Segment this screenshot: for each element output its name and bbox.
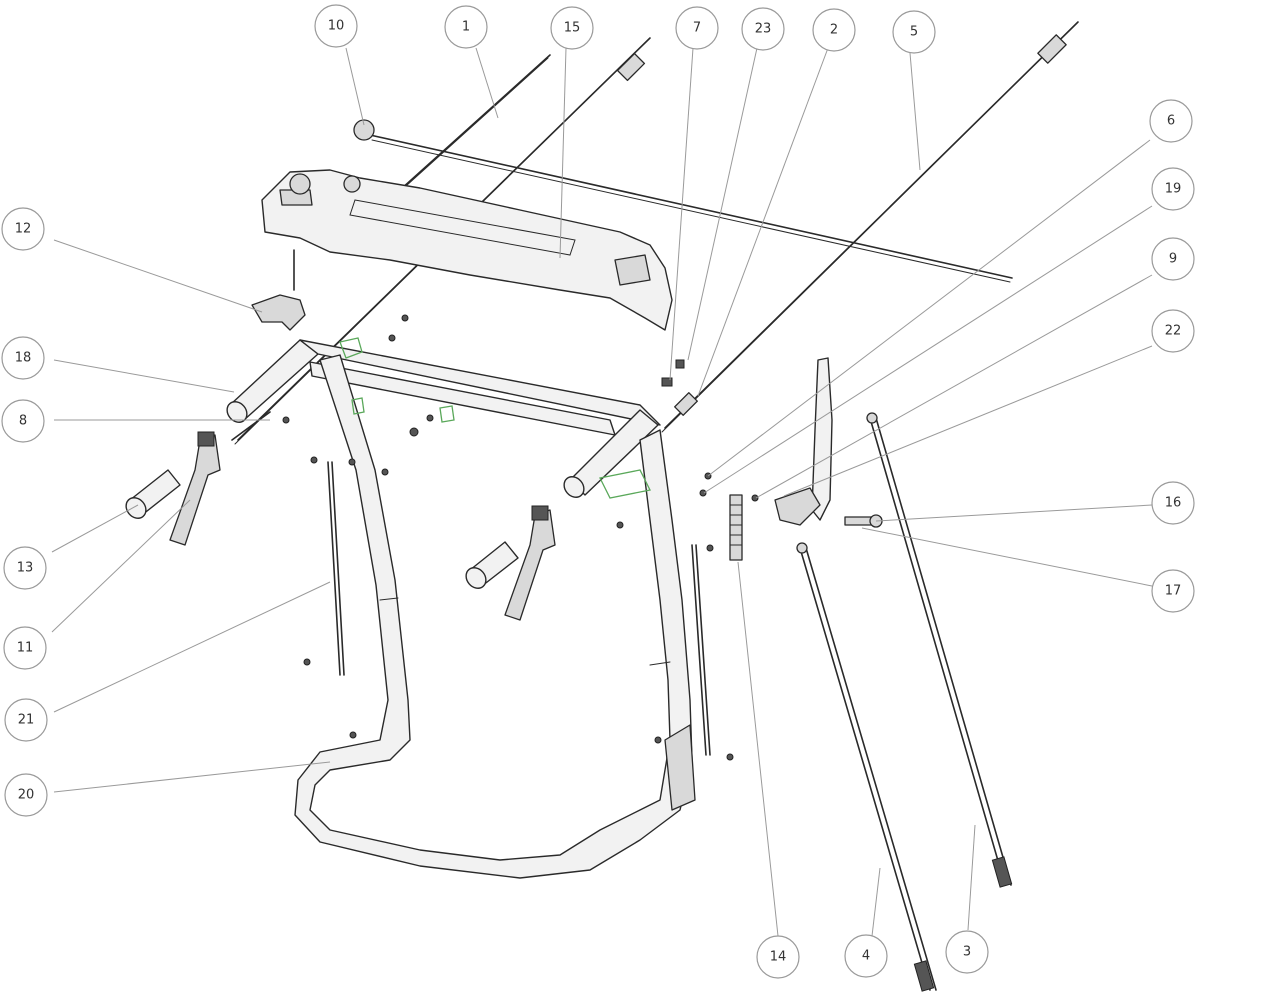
cable-1 — [395, 54, 551, 196]
handle-bar-18 — [226, 339, 661, 498]
svg-text:2: 2 — [830, 23, 838, 38]
cable-4 — [796, 542, 937, 992]
green-brackets — [339, 337, 651, 499]
svg-text:22: 22 — [1165, 324, 1182, 339]
svg-text:12: 12 — [15, 222, 32, 237]
parts-drawing — [125, 21, 1079, 992]
callout-23: 23 — [741, 7, 785, 51]
callout-2: 2 — [812, 8, 856, 52]
svg-text:15: 15 — [564, 21, 581, 36]
strut-21-left — [327, 461, 345, 676]
callout-8: 8 — [1, 399, 45, 443]
lever-11-left — [169, 431, 221, 546]
svg-text:20: 20 — [18, 788, 35, 803]
svg-text:11: 11 — [17, 641, 34, 656]
console-cover — [261, 169, 673, 331]
svg-text:23: 23 — [755, 22, 772, 37]
callouts: 10 1 15 7 23 2 5 6 19 9 22 16 17 12 18 8… — [1, 4, 1195, 979]
lever-19 — [774, 357, 833, 526]
svg-text:4: 4 — [862, 949, 870, 964]
svg-text:5: 5 — [910, 25, 918, 40]
cable-5 — [661, 21, 1079, 433]
lever-right — [504, 505, 556, 621]
svg-text:13: 13 — [17, 561, 34, 576]
callout-1: 1 — [444, 5, 488, 49]
callout-18: 18 — [1, 336, 45, 380]
callout-19: 19 — [1151, 167, 1195, 211]
spring-14 — [729, 494, 743, 561]
callout-11: 11 — [3, 626, 47, 670]
svg-text:6: 6 — [1167, 114, 1175, 129]
callout-20: 20 — [4, 773, 48, 817]
svg-text:18: 18 — [15, 351, 32, 366]
svg-text:1: 1 — [462, 20, 470, 35]
rod-10 — [353, 119, 1013, 283]
callout-22: 22 — [1151, 309, 1195, 353]
callout-10: 10 — [314, 4, 358, 48]
callout-15: 15 — [550, 6, 594, 50]
callout-7: 7 — [675, 6, 719, 50]
callout-21: 21 — [4, 698, 48, 742]
svg-text:7: 7 — [693, 21, 701, 36]
callout-6: 6 — [1149, 99, 1193, 143]
svg-text:16: 16 — [1165, 496, 1182, 511]
callout-4: 4 — [844, 934, 888, 978]
strut-right — [691, 544, 711, 756]
callout-14: 14 — [756, 935, 800, 979]
grip-13-left — [125, 469, 181, 519]
svg-text:17: 17 — [1165, 584, 1182, 599]
small-hardware — [231, 314, 759, 761]
callout-17: 17 — [1151, 569, 1195, 613]
callout-12: 12 — [1, 207, 45, 251]
callout-9: 9 — [1151, 237, 1195, 281]
svg-text:9: 9 — [1169, 252, 1177, 267]
grip-right — [465, 541, 519, 589]
svg-text:10: 10 — [328, 19, 345, 34]
cable-3 — [866, 412, 1013, 888]
svg-text:14: 14 — [770, 950, 787, 965]
callout-16: 16 — [1151, 481, 1195, 525]
callout-3: 3 — [945, 930, 989, 974]
svg-text:19: 19 — [1165, 182, 1182, 197]
leader-lines — [51, 47, 1153, 937]
callout-5: 5 — [892, 10, 936, 54]
callout-13: 13 — [3, 546, 47, 590]
svg-text:8: 8 — [19, 414, 27, 429]
bolt-16 — [844, 514, 883, 528]
svg-text:21: 21 — [18, 713, 35, 728]
bracket-12 — [251, 249, 306, 331]
svg-text:3: 3 — [963, 945, 971, 960]
frame-20 — [294, 354, 696, 879]
